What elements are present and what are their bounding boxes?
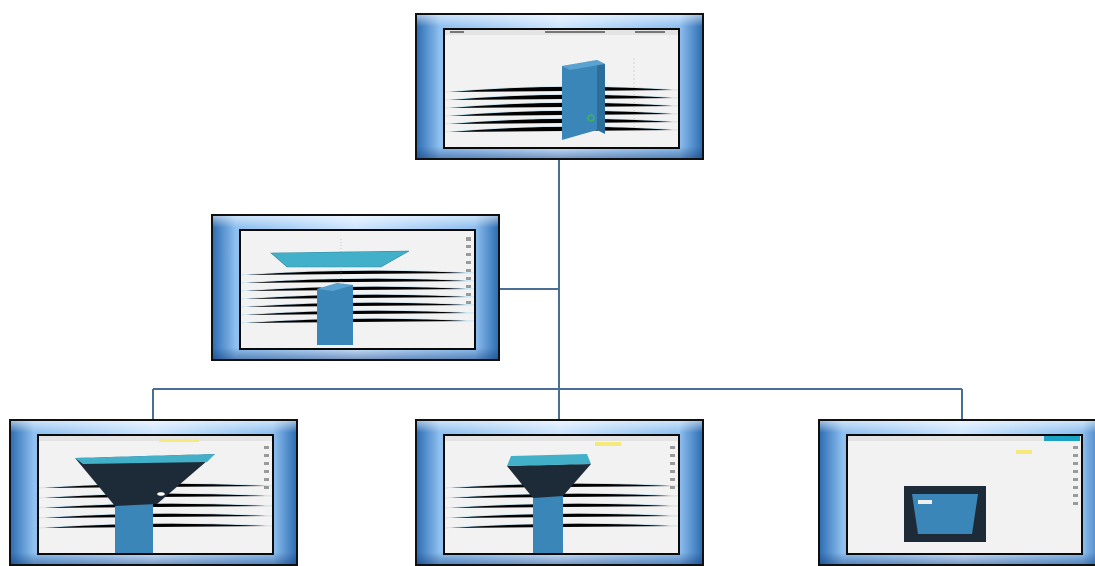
node-leaf-right xyxy=(818,419,1095,566)
box-model xyxy=(562,60,605,140)
box-model xyxy=(317,283,353,345)
node-root xyxy=(415,13,704,160)
node-leaf-center xyxy=(415,419,704,566)
viewport-screenshot-top-view xyxy=(846,434,1083,555)
viewport-screenshot-plane xyxy=(239,229,476,350)
funnel-model xyxy=(75,454,215,553)
viewport-toolbar xyxy=(445,436,678,441)
right-toolbar xyxy=(670,446,675,489)
viewport-toolbar xyxy=(39,436,272,441)
viewport-toolbar xyxy=(848,436,1081,441)
right-toolbar xyxy=(264,446,269,489)
viewport-screenshot-funnel-left xyxy=(37,434,274,555)
right-toolbar xyxy=(466,237,471,304)
viewport-screenshot-funnel-center xyxy=(443,434,680,555)
viewport-screenshot-box xyxy=(443,28,680,149)
workplane-grid xyxy=(241,270,474,324)
workplane-grid xyxy=(445,86,678,133)
plane-model xyxy=(270,250,410,268)
right-toolbar xyxy=(1073,446,1078,505)
node-leaf-left xyxy=(9,419,298,566)
rotate-handle xyxy=(587,114,595,122)
funnel-model xyxy=(507,454,591,553)
top-view-model xyxy=(904,486,986,542)
node-middle xyxy=(211,214,500,361)
